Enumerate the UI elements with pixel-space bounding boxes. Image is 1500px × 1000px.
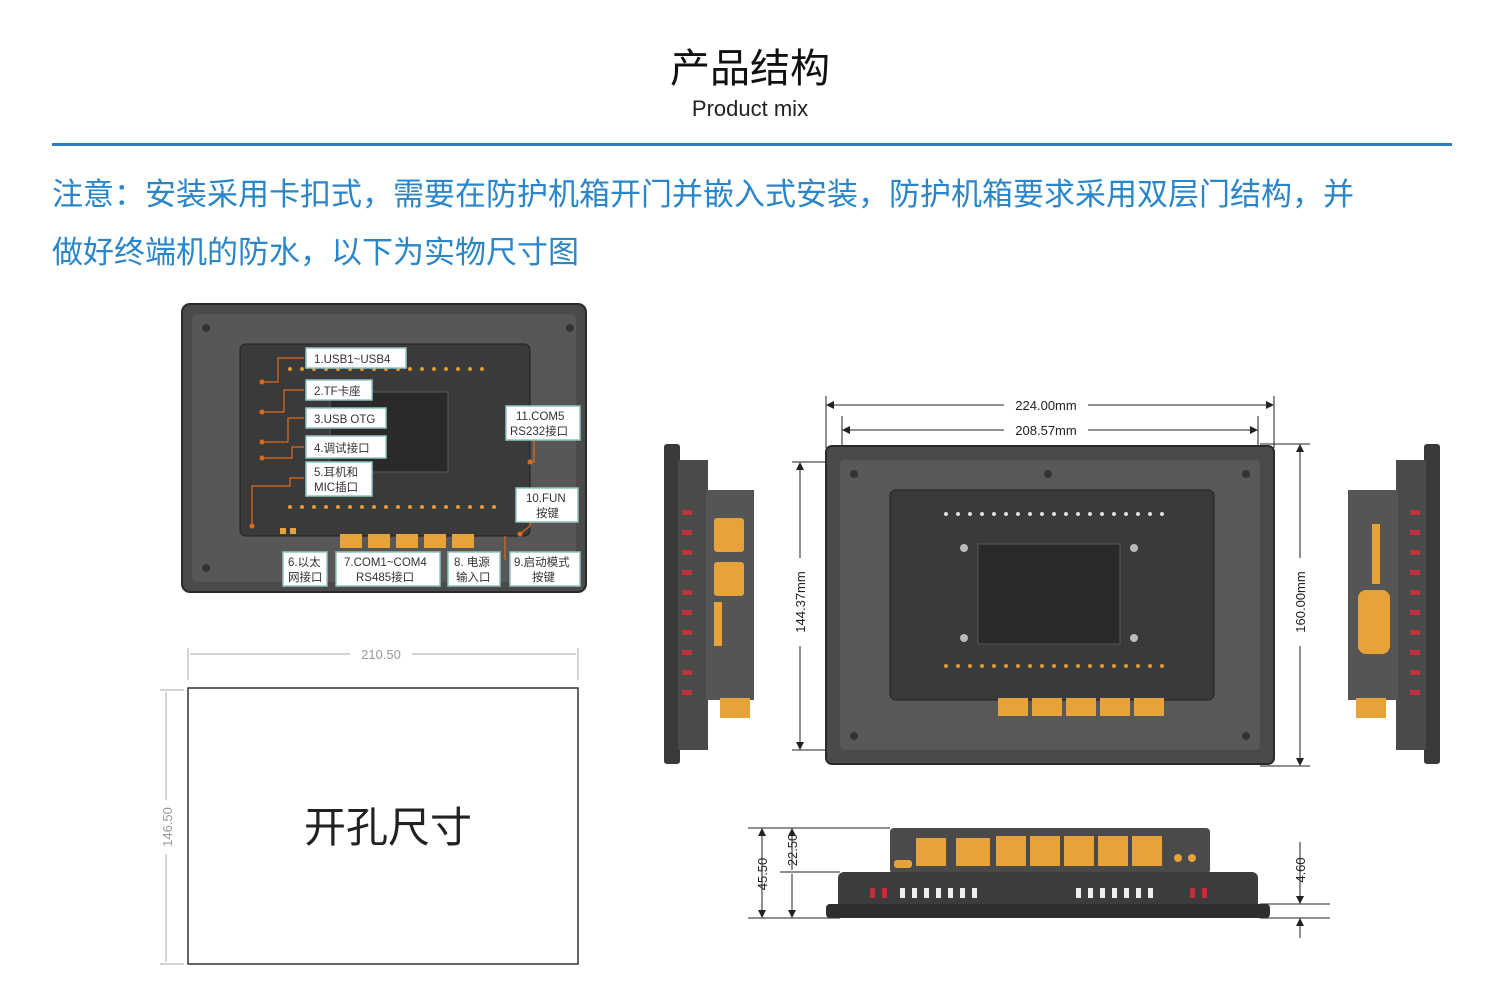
page-subtitle: Product mix bbox=[691, 96, 809, 121]
callout-tf-slot: 2.TF卡座 bbox=[305, 379, 373, 401]
callout-com5-line-2: RS232接口 bbox=[510, 425, 568, 438]
callout-audio-jack-line-1: 5.耳机和 bbox=[314, 465, 358, 479]
callout-audio-jack-line-2: MIC插口 bbox=[314, 480, 358, 494]
callout-com5: 11.COM5 RS232接口 bbox=[505, 405, 581, 441]
outer-height-label: 160.00mm bbox=[1293, 571, 1308, 632]
pin-row-bottom bbox=[288, 505, 496, 509]
bezel-label: 4.60 bbox=[1293, 857, 1308, 882]
callout-boot-mode-line-2: 按键 bbox=[532, 570, 555, 584]
front-view-diagram: 224.00mm 208.57mm 144.37mm 160.00mm bbox=[792, 396, 1310, 767]
callout-ethernet-line-1: 6.以太 bbox=[288, 556, 321, 569]
depth-body-label: 22.50 bbox=[785, 834, 800, 867]
callout-tf-slot-label: 2.TF卡座 bbox=[314, 384, 361, 398]
callout-com1-com4-line-1: 7.COM1~COM4 bbox=[344, 557, 427, 569]
callout-com1-com4: 7.COM1~COM4 RS485接口 bbox=[335, 551, 441, 587]
cutout-height-label: 146.50 bbox=[160, 807, 175, 847]
installation-note-line-1: 注意：安装采用卡扣式，需要在防护机箱开门并嵌入式安装，防护机箱要求采用双层门结构… bbox=[52, 177, 1354, 213]
cutout-label: 开孔尺寸 bbox=[304, 803, 472, 852]
callout-usb-otg-label: 3.USB OTG bbox=[314, 414, 375, 426]
callout-audio-jack: 5.耳机和 MIC插口 bbox=[305, 461, 373, 497]
callout-power-input-line-2: 输入口 bbox=[456, 570, 491, 584]
back-view-diagram: 1.USB1~USB4 2.TF卡座 3.USB OTG 4.调试接口 5.耳机… bbox=[181, 303, 587, 593]
callout-debug-port-label: 4.调试接口 bbox=[314, 442, 370, 455]
callout-com5-line-1: 11.COM5 bbox=[516, 411, 564, 423]
bottom-connectors bbox=[280, 528, 474, 548]
callout-debug-port: 4.调试接口 bbox=[305, 435, 387, 459]
callout-usb1-usb4: 1.USB1~USB4 bbox=[305, 347, 407, 369]
right-side-view bbox=[1348, 444, 1440, 764]
installation-note: 注意：安装采用卡扣式，需要在防护机箱开门并嵌入式安装，防护机箱要求采用双层门结构… bbox=[52, 166, 1462, 282]
callout-fun-button-line-2: 按键 bbox=[536, 506, 559, 520]
callout-ethernet-line-2: 网接口 bbox=[288, 571, 323, 584]
callout-ethernet: 6.以太 网接口 bbox=[282, 551, 328, 587]
cutout-width-label: 210.50 bbox=[361, 647, 401, 662]
cutout-drawing: 210.50 146.50 开孔尺寸 bbox=[160, 647, 579, 965]
depth-total-label: 45.50 bbox=[755, 858, 770, 891]
callout-fun-button: 10.FUN 按键 bbox=[515, 487, 579, 523]
inner-height-label: 144.37mm bbox=[793, 571, 808, 632]
page-title: 产品结构 bbox=[670, 46, 830, 92]
left-side-view bbox=[664, 444, 754, 764]
callout-power-input-line-1: 8. 电源 bbox=[454, 555, 490, 569]
inner-width-label: 208.57mm bbox=[1015, 423, 1076, 438]
installation-note-line-2: 做好终端机的防水，以下为实物尺寸图 bbox=[52, 235, 579, 271]
callout-boot-mode: 9.启动模式 按键 bbox=[509, 551, 581, 587]
callout-usb1-usb4-label: 1.USB1~USB4 bbox=[314, 354, 391, 366]
callout-usb-otg: 3.USB OTG bbox=[305, 407, 387, 429]
header-divider bbox=[52, 143, 1452, 146]
callout-power-input: 8. 电源 输入口 bbox=[447, 551, 501, 587]
outer-width-label: 224.00mm bbox=[1015, 398, 1076, 413]
bottom-view-diagram: 45.50 22.50 4.60 bbox=[748, 827, 1330, 938]
callout-fun-button-line-1: 10.FUN bbox=[526, 493, 566, 505]
callout-boot-mode-line-1: 9.启动模式 bbox=[514, 556, 570, 569]
callout-com1-com4-line-2: RS485接口 bbox=[356, 571, 414, 584]
